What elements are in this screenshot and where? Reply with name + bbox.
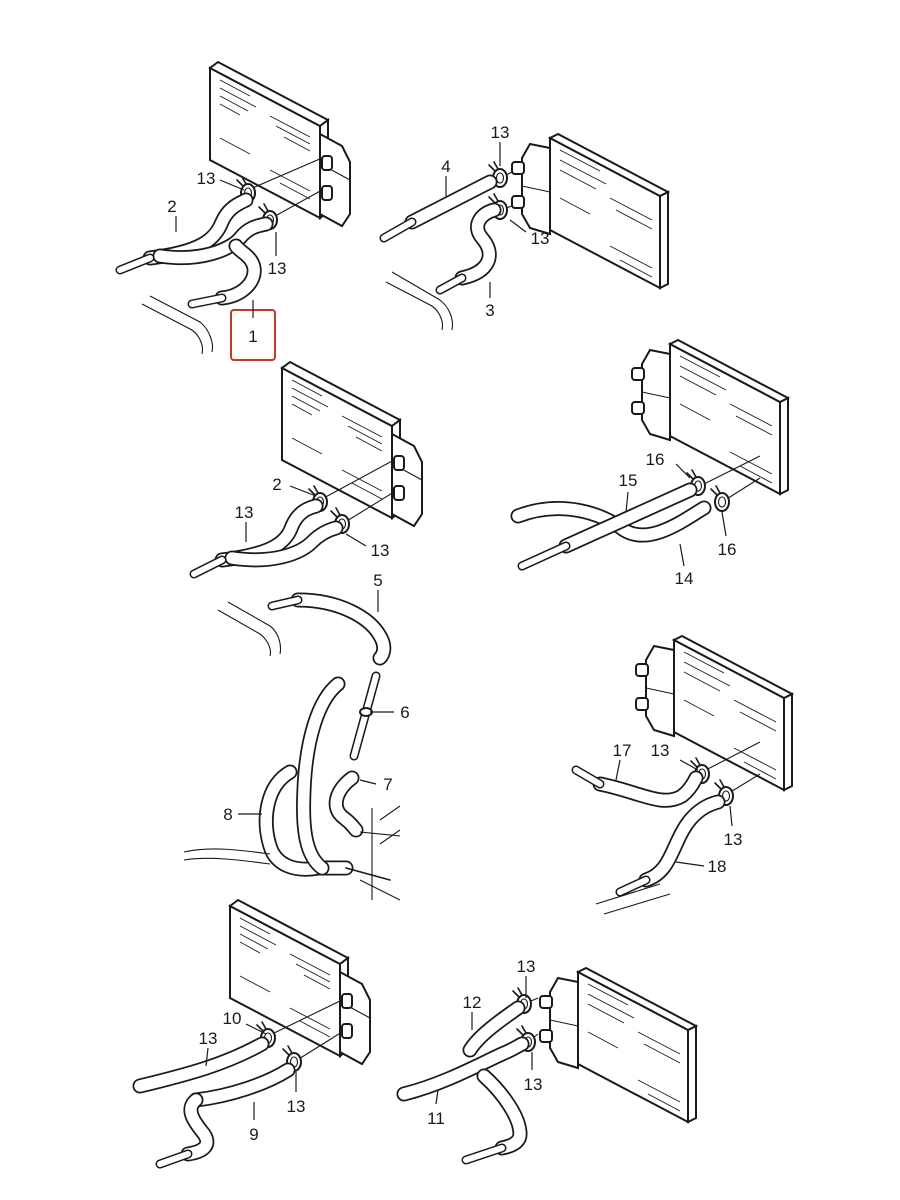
callout-label: 13: [235, 503, 254, 522]
callout-label: 5: [373, 571, 382, 590]
callout-label: 6: [400, 703, 409, 722]
callout-label: 2: [272, 475, 281, 494]
callout-label: 4: [441, 157, 450, 176]
group-part-17-18: [571, 635, 793, 915]
callout-label: 13: [197, 169, 216, 188]
callout-label: 13: [517, 957, 536, 976]
callout-label: 10: [223, 1009, 242, 1028]
callout-label: 13: [491, 123, 510, 142]
callout-label: 8: [223, 805, 232, 824]
callout-label: 1: [248, 327, 257, 346]
group-part-1-2: [115, 61, 351, 355]
callout-label: 14: [675, 569, 694, 588]
callout-label: 3: [485, 301, 494, 320]
callout-label: 16: [718, 540, 737, 559]
group-part-9-10: [132, 899, 371, 1169]
callout-label: 13: [531, 229, 550, 248]
callout-label: 13: [524, 1075, 543, 1094]
callout-label: 13: [287, 1097, 306, 1116]
group-part-3-4: [379, 133, 669, 331]
callout-label: 13: [724, 830, 743, 849]
callout-label: 2: [167, 197, 176, 216]
group-part-14-15-16: [510, 339, 789, 571]
callout-label: 17: [613, 741, 632, 760]
callout-label: 13: [651, 741, 670, 760]
callout-label: 16: [646, 450, 665, 469]
callout-label: 9: [249, 1125, 258, 1144]
callout-label: 13: [371, 541, 390, 560]
callout-label: 7: [383, 775, 392, 794]
callout-label: 11: [427, 1109, 445, 1128]
group-part-11-12: [396, 967, 697, 1165]
callout-label: 12: [463, 993, 482, 1012]
callout-label: 13: [268, 259, 287, 278]
callout-label: 15: [619, 471, 638, 490]
callout-label: 13: [199, 1029, 218, 1048]
callout-label: 18: [708, 857, 727, 876]
callout-1-highlight: 1: [230, 300, 276, 361]
group-part-2-5-6-7-8: [183, 361, 423, 901]
